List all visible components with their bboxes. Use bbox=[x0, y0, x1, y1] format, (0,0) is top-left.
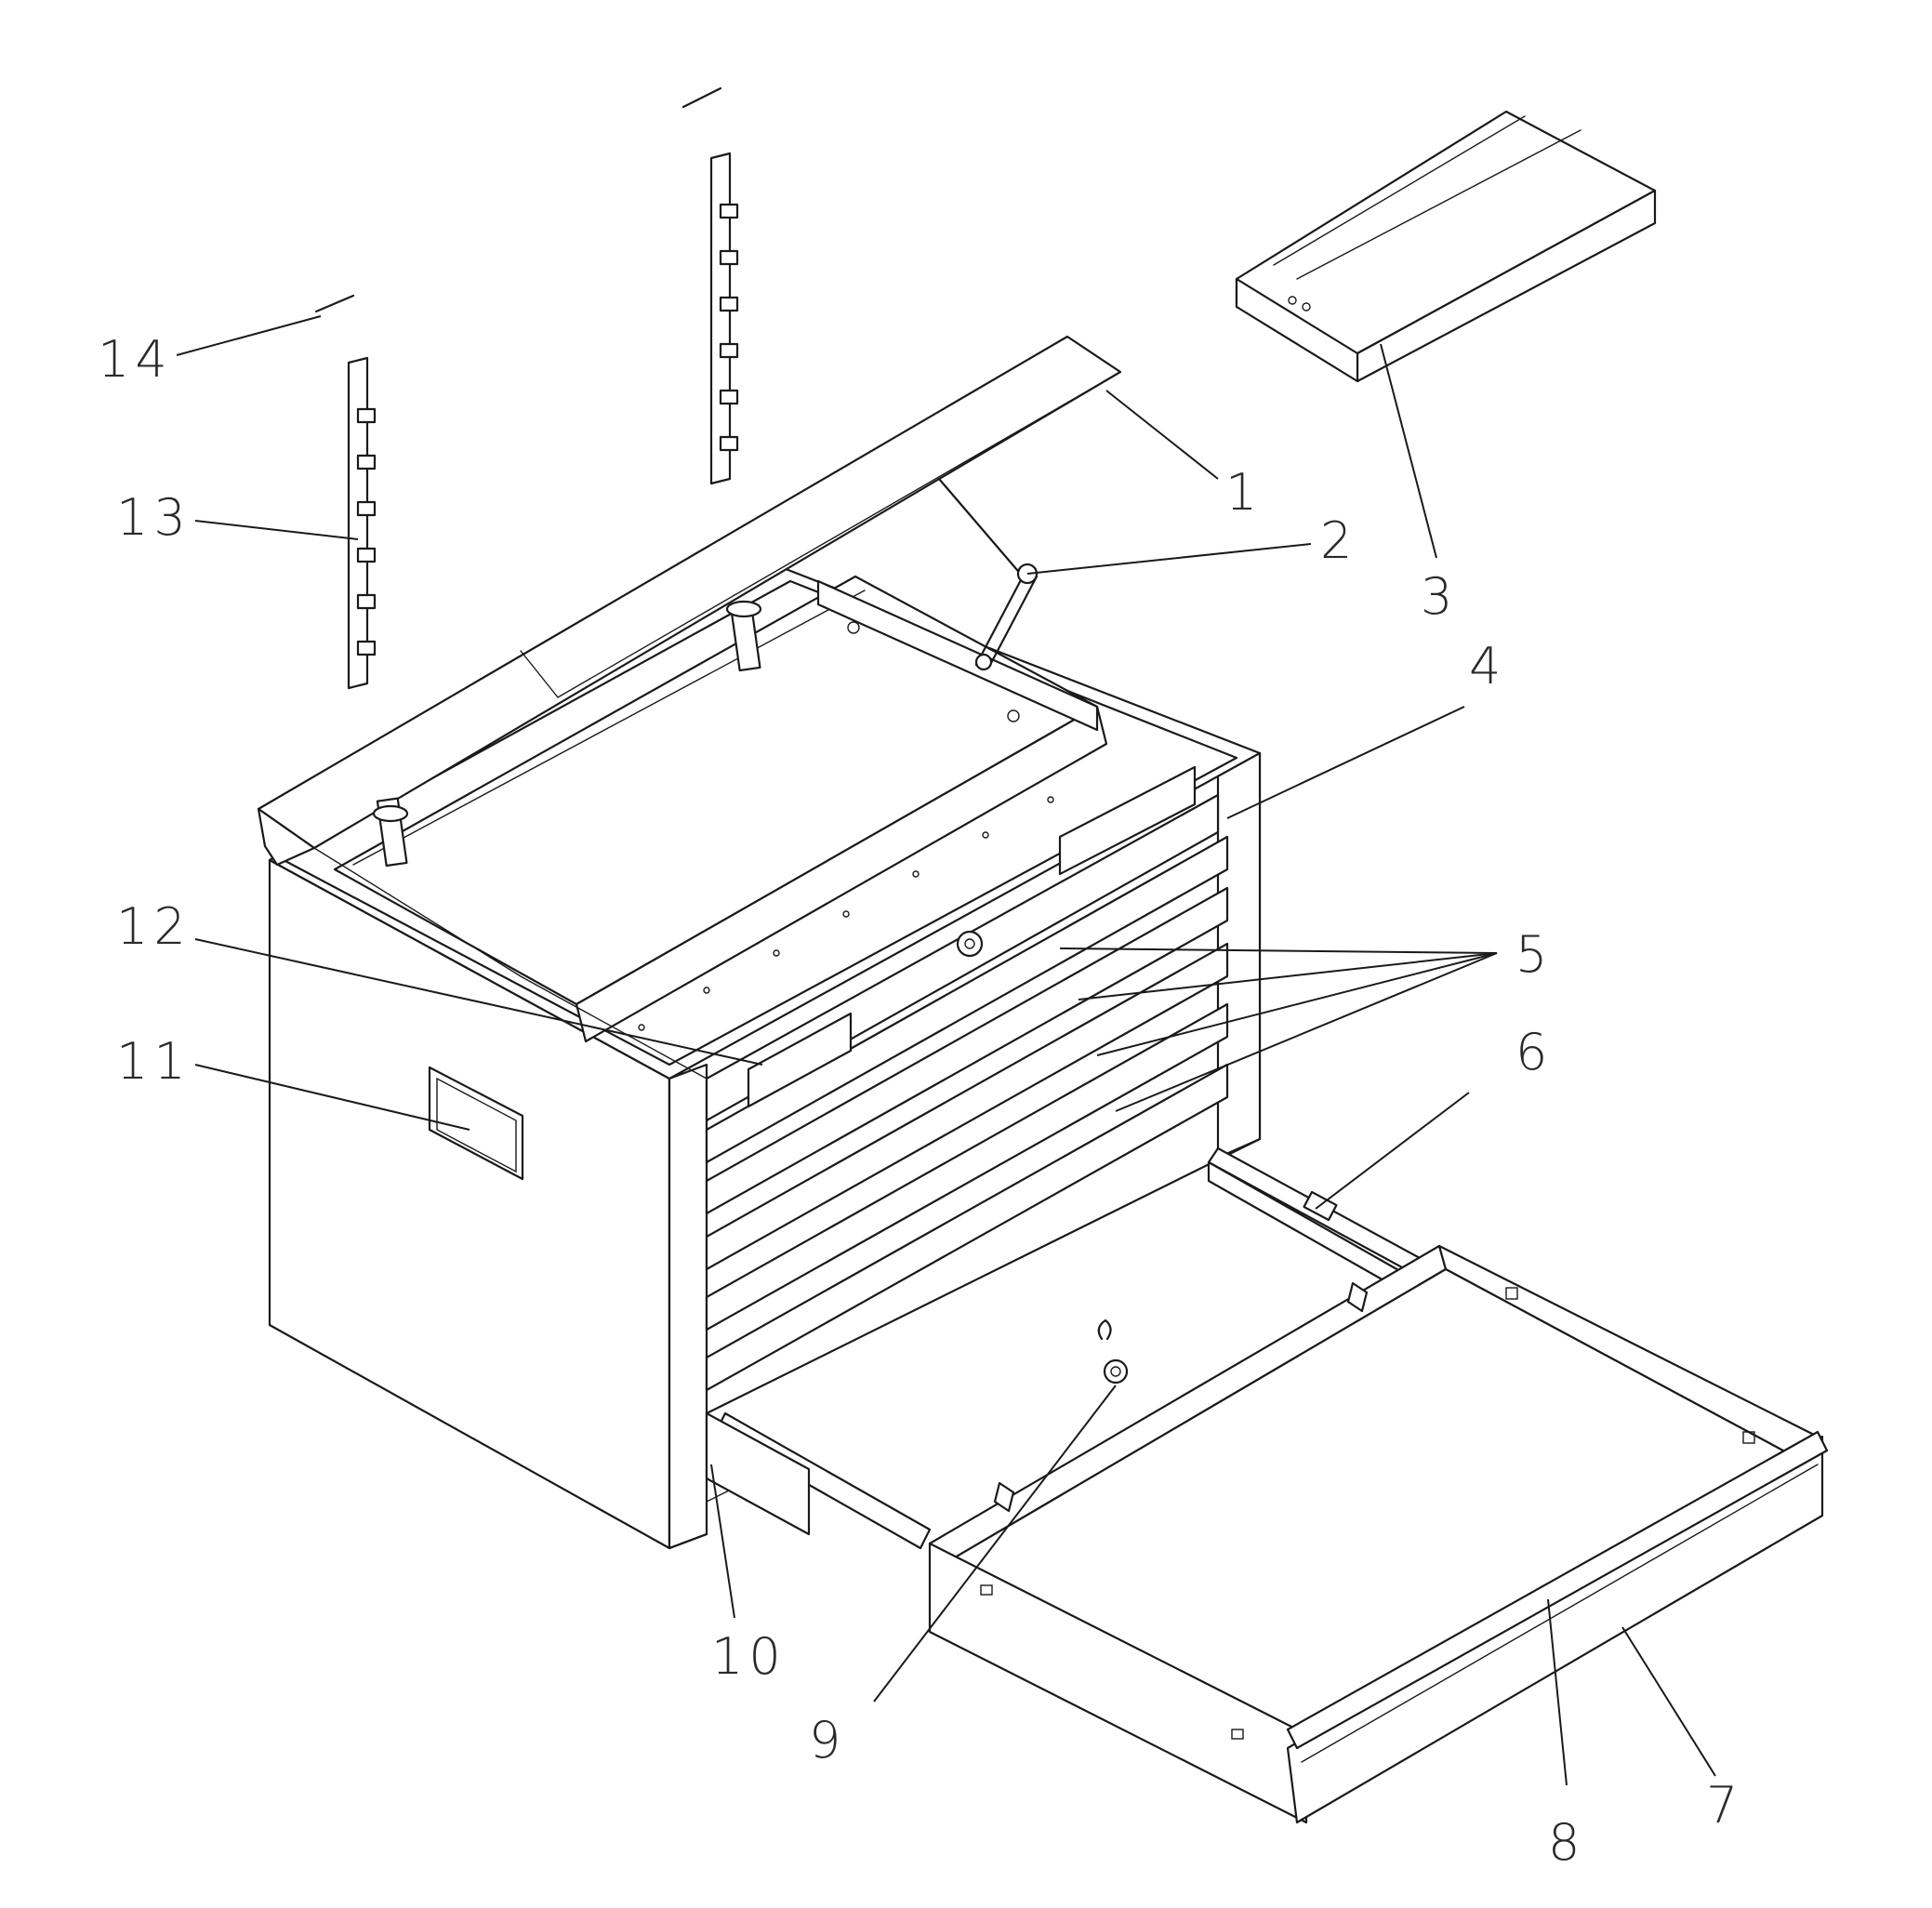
hook-strip-left bbox=[347, 356, 377, 690]
lid bbox=[257, 335, 1122, 1080]
callouts: 1 2 3 4 5 6 7 8 9 10 11 12 13 14 bbox=[98, 330, 1743, 1872]
callout-8: 8 bbox=[1548, 1813, 1585, 1872]
leader-6 bbox=[1315, 1092, 1470, 1210]
leader-3 bbox=[1380, 343, 1437, 559]
callout-6: 6 bbox=[1515, 1023, 1553, 1081]
leader-lines bbox=[176, 315, 1716, 1786]
cam-lock bbox=[1097, 1318, 1129, 1385]
leader-5b bbox=[1078, 952, 1498, 1000]
leader-7 bbox=[1621, 1626, 1716, 1777]
top-tray bbox=[1235, 110, 1657, 383]
leader-2 bbox=[1026, 543, 1312, 575]
drawer-slides bbox=[705, 1146, 1434, 1550]
callout-2: 2 bbox=[1320, 511, 1357, 570]
side-handle bbox=[428, 1066, 524, 1181]
callout-1: 1 bbox=[1225, 463, 1263, 522]
leader-5d bbox=[1115, 952, 1498, 1112]
callout-13: 13 bbox=[116, 488, 192, 547]
leader-13 bbox=[194, 520, 359, 540]
leader-5a bbox=[1059, 947, 1498, 954]
open-drawer bbox=[928, 1244, 1829, 1824]
callout-10: 10 bbox=[711, 1627, 787, 1686]
callout-5: 5 bbox=[1515, 925, 1553, 984]
inner-tray bbox=[333, 575, 1108, 1043]
callout-7: 7 bbox=[1706, 1776, 1743, 1835]
callout-11: 11 bbox=[116, 1032, 192, 1091]
leader-10 bbox=[710, 1464, 735, 1619]
pins bbox=[314, 86, 722, 313]
callout-12: 12 bbox=[116, 897, 192, 956]
callout-4: 4 bbox=[1469, 637, 1506, 696]
leader-9 bbox=[873, 1385, 1117, 1703]
callout-14: 14 bbox=[98, 330, 173, 389]
leader-8 bbox=[1547, 1598, 1568, 1786]
leader-14 bbox=[176, 315, 322, 356]
callout-3: 3 bbox=[1421, 567, 1458, 626]
leader-12 bbox=[194, 938, 763, 1066]
drawer-fronts bbox=[705, 765, 1229, 1392]
leader-11 bbox=[194, 1064, 470, 1131]
leader-1 bbox=[1105, 390, 1219, 480]
leader-4 bbox=[1226, 706, 1465, 819]
leader-5c bbox=[1096, 952, 1498, 1056]
hook-strip-right bbox=[709, 152, 739, 485]
callout-9: 9 bbox=[809, 1711, 846, 1769]
